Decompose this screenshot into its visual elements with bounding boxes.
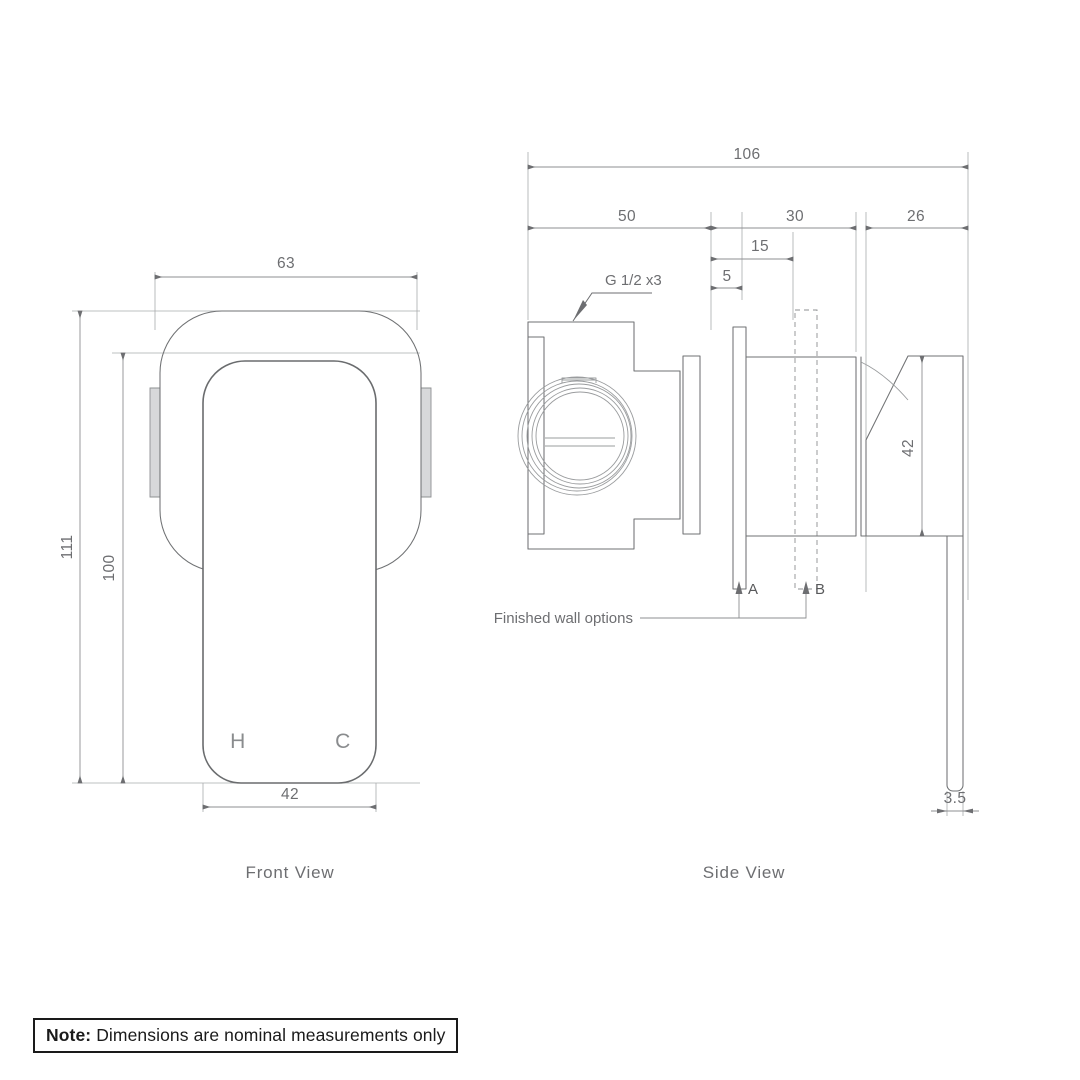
dimension-value-3-5: 3.5 <box>944 790 967 807</box>
dimension-value-30: 30 <box>786 208 804 225</box>
dimension-value-111: 111 <box>59 535 76 560</box>
side-escutcheon-body <box>745 356 857 537</box>
side-valve-body-outline <box>527 321 681 550</box>
front-plate-left-tab <box>149 387 161 498</box>
side-view-label: Side View <box>703 863 786 882</box>
cold-marking: C <box>335 730 351 753</box>
dimension-value-42-side: 42 <box>900 439 917 457</box>
side-mounting-plate-a <box>732 326 747 590</box>
dimension-value-50: 50 <box>618 208 636 225</box>
dimension-value-42-front: 42 <box>281 786 299 803</box>
side-inlet-flange <box>527 336 545 535</box>
thread-callout-text: G 1/2 x3 <box>605 272 662 289</box>
dimension-side-handle-height-42: 42 <box>900 355 925 537</box>
dimension-front-height-100: 100 <box>101 352 126 784</box>
dimension-front-height-111: 111 <box>59 310 83 784</box>
dimension-value-100: 100 <box>101 554 118 581</box>
dimension-side-length-15: 15 <box>710 238 794 262</box>
side-cover-plate-tail <box>946 535 964 792</box>
dimension-front-handle-width-42: 42 <box>202 786 377 810</box>
front-view-label: Front View <box>246 863 335 882</box>
note-text: Dimensions are nominal measurements only <box>96 1025 446 1045</box>
side-handle-fillet <box>860 361 909 401</box>
note-prefix: Note: <box>46 1025 92 1045</box>
dimension-side-length-106: 106 <box>527 146 969 170</box>
dimension-side-length-26: 26 <box>865 208 969 231</box>
front-handle-lever <box>202 360 377 784</box>
nominal-dimensions-note: Note: Dimensions are nominal measurement… <box>33 1018 459 1054</box>
finished-wall-options-label: Finished wall options <box>494 610 633 627</box>
dimension-value-15: 15 <box>751 238 769 255</box>
finished-wall-options-group: Finished wall options A B <box>494 581 825 627</box>
thread-callout-group: G 1/2 x3 <box>572 272 662 322</box>
dimension-side-length-5: 5 <box>710 268 743 291</box>
hot-marking: H <box>230 730 246 753</box>
wall-option-a-marker: A <box>748 581 758 598</box>
dimension-side-length-30: 30 <box>710 208 857 231</box>
front-view: 63 111 100 H C 42 <box>59 255 432 882</box>
dimension-value-5: 5 <box>722 268 731 285</box>
dimension-side-length-50: 50 <box>527 208 712 231</box>
dimension-side-thickness-35: 3.5 <box>931 790 979 814</box>
wall-option-b-marker: B <box>815 581 825 598</box>
dimension-value-26: 26 <box>907 208 925 225</box>
side-body-spigot <box>682 355 701 535</box>
dimension-value-63: 63 <box>277 255 295 272</box>
front-plate-right-tab <box>420 387 432 498</box>
dimension-value-106: 106 <box>733 146 760 163</box>
side-inlet-port-circles <box>517 376 637 496</box>
side-handle-stem <box>860 356 867 537</box>
side-view: 106 50 30 26 15 5 G 1/2 x3 <box>494 146 979 882</box>
side-wall-option-b-dashed <box>794 309 818 590</box>
dimension-front-width-63: 63 <box>154 255 418 280</box>
